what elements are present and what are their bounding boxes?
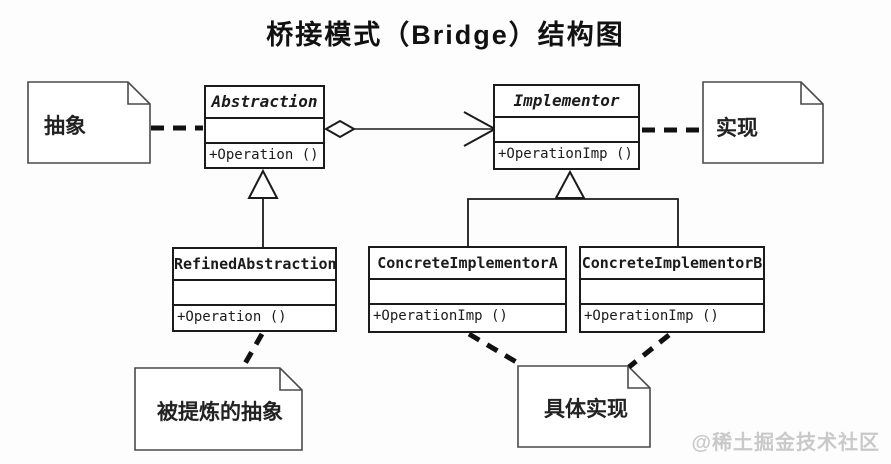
- attributes-compartment: [581, 280, 763, 305]
- class-method: +OperationImp (): [373, 308, 508, 324]
- class-concrete-implementor-b: ConcreteImplementorB +OperationImp (): [579, 246, 765, 333]
- class-method: +Operation (): [209, 147, 319, 163]
- class-name: ConcreteImplementorA: [370, 248, 565, 280]
- generalization-abstraction: [247, 168, 279, 247]
- attributes-compartment: [174, 281, 335, 306]
- class-implementor: Implementor +OperationImp (): [493, 84, 640, 170]
- note-abstract: 抽象: [44, 115, 86, 138]
- triangle-arrowhead-icon: [554, 169, 586, 199]
- class-concrete-implementor-a: ConcreteImplementorA +OperationImp (): [368, 246, 567, 333]
- class-method: +OperationImp (): [498, 146, 633, 162]
- attributes-compartment: [370, 280, 565, 305]
- note-implementation: 实现: [716, 117, 758, 140]
- note-refined-abstraction: 被提炼的抽象: [157, 401, 283, 424]
- class-refined-abstraction: RefinedAbstraction +Operation (): [172, 247, 337, 332]
- aggregation-connector: [323, 111, 498, 147]
- aggregation-diamond-icon: [323, 119, 357, 139]
- note-shape-implementation: [702, 81, 824, 164]
- diagram-title: 桥接模式（Bridge）结构图: [266, 20, 625, 50]
- triangle-arrowhead-icon: [247, 168, 279, 199]
- attributes-compartment: [206, 119, 323, 144]
- class-name: ConcreteImplementorB: [581, 248, 763, 280]
- class-name: Abstraction: [206, 87, 323, 119]
- class-method: +Operation (): [177, 309, 287, 325]
- class-abstraction: Abstraction +Operation (): [204, 85, 325, 169]
- watermark: @稀土掘金技术社区: [691, 432, 880, 454]
- generalization-implementor: [467, 169, 679, 246]
- note-concrete-implementation: 具体实现: [544, 398, 628, 421]
- attributes-compartment: [495, 118, 638, 143]
- note-link-concrete-b: [627, 333, 671, 369]
- note-link-concrete-a: [467, 331, 525, 369]
- note-link-refined-abstraction: [240, 332, 265, 369]
- note-shape-abstract: [27, 81, 151, 164]
- class-method: +OperationImp (): [584, 308, 719, 324]
- class-name: Implementor: [495, 86, 638, 118]
- note-shape-concrete-implementation: [517, 365, 651, 448]
- class-name: RefinedAbstraction: [174, 249, 335, 281]
- note-shape-refined-abstraction: [134, 367, 303, 451]
